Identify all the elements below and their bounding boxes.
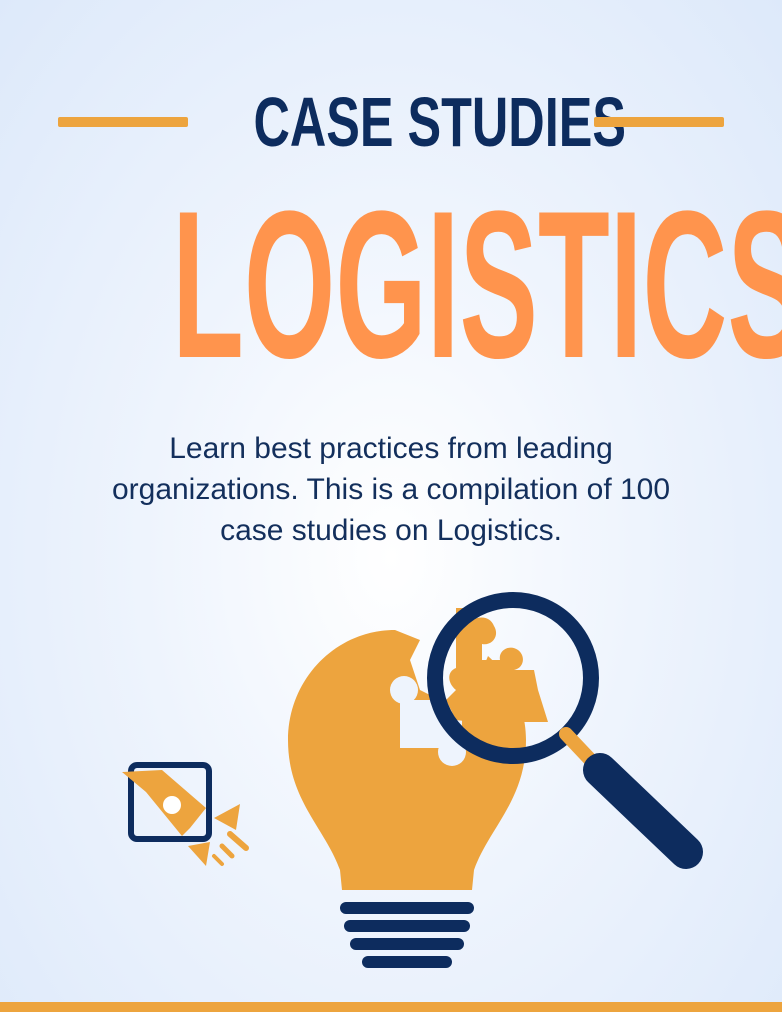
magnifying-glass-icon [427,592,703,869]
lightbulb-puzzle-icon [288,608,548,968]
header: CASE STUDIES [0,82,782,162]
description-text: Learn best practices from leading organi… [111,432,671,547]
right-divider-line [594,117,724,127]
bottom-accent-bar [0,1002,782,1012]
rocket-launch-icon [122,762,249,866]
left-divider-line [58,117,188,127]
